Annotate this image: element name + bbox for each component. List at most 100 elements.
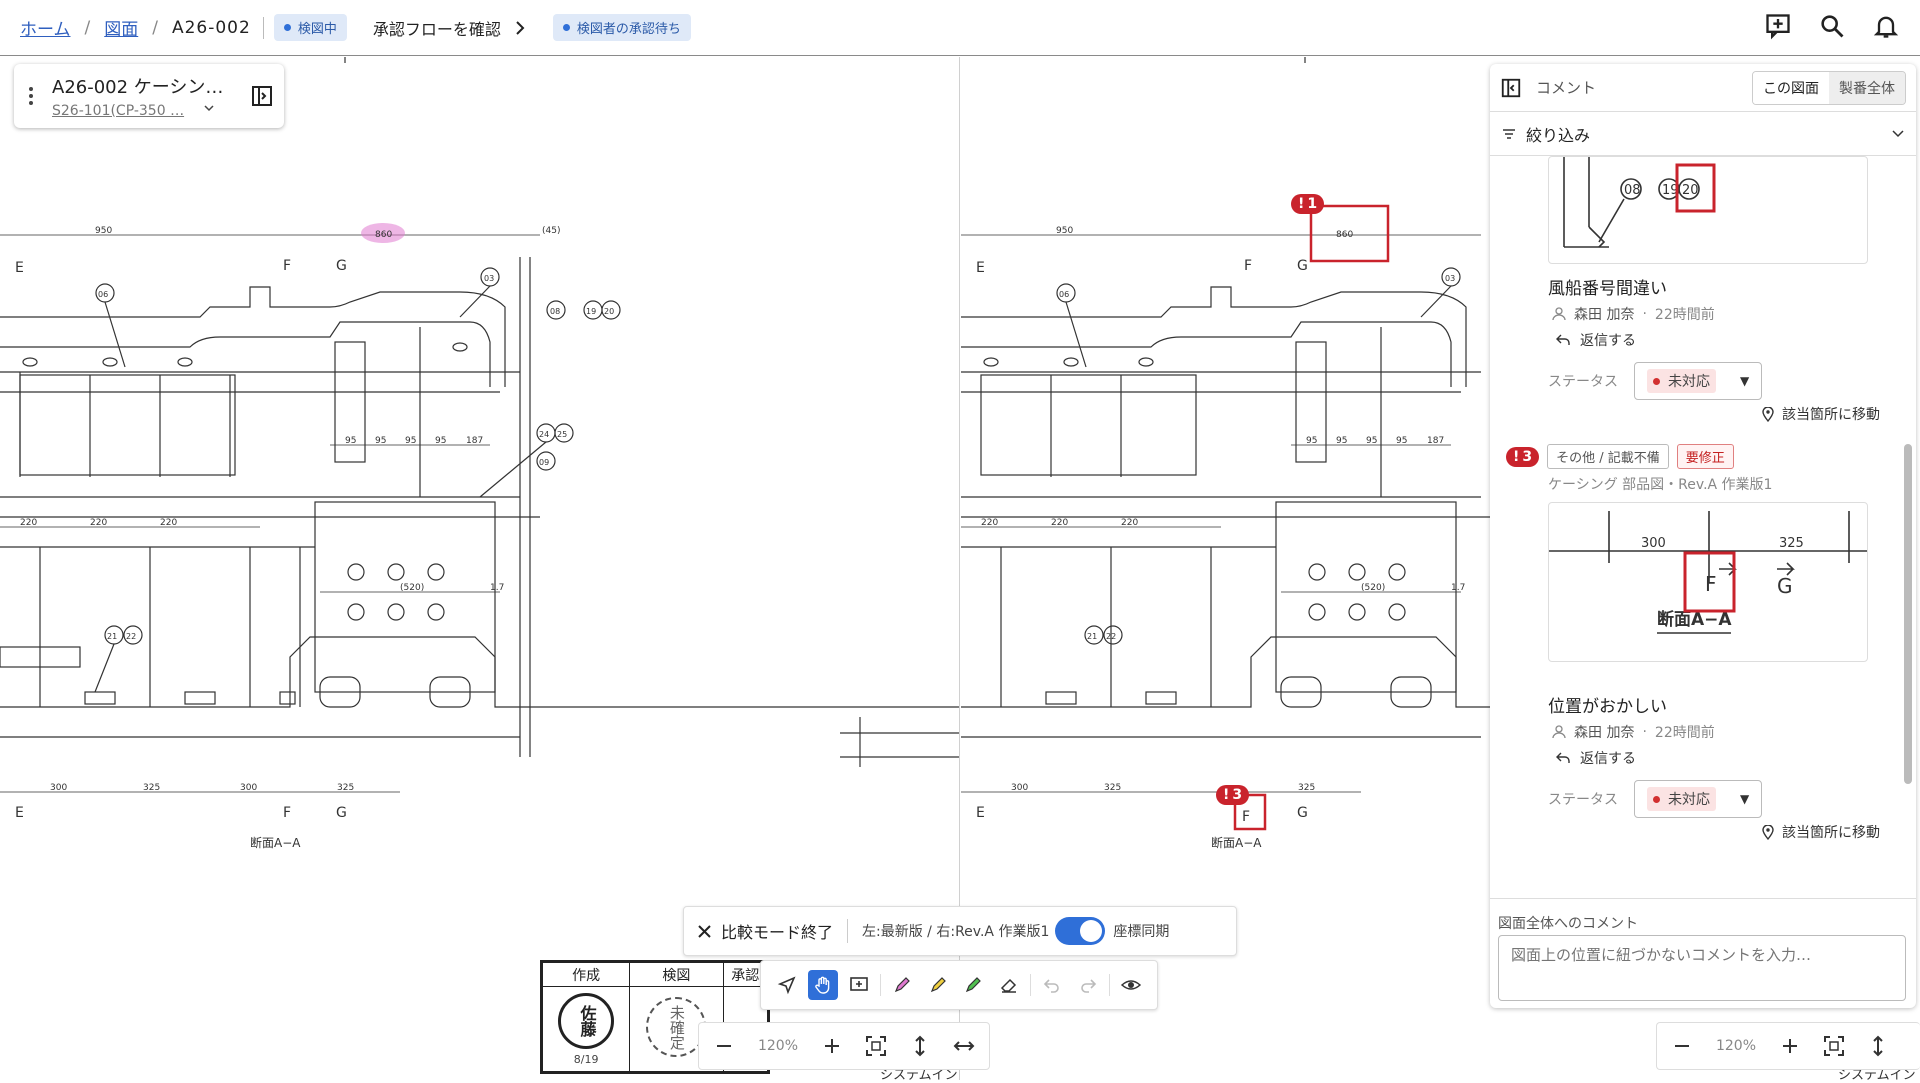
goto-location-link[interactable]: 該当箇所に移動 xyxy=(1762,822,1880,842)
undo-button[interactable] xyxy=(1037,970,1067,1000)
title-block-header: 検図 xyxy=(629,962,724,987)
global-comment-input[interactable] xyxy=(1498,935,1906,1001)
comments-title: コメント xyxy=(1536,79,1597,97)
svg-text:950: 950 xyxy=(95,226,112,236)
comment-source: ケーシング 部品図・Rev.A 作業版1 xyxy=(1548,477,1773,493)
fit-height-icon[interactable] xyxy=(1867,1035,1889,1057)
status-select[interactable]: 未対応▼ xyxy=(1634,362,1763,400)
comment-author: 森田 加奈 xyxy=(1574,307,1635,323)
comment-number-badge[interactable]: !3 xyxy=(1506,446,1540,467)
collapse-panel-icon[interactable] xyxy=(1500,77,1522,99)
comment-number: 3 xyxy=(1522,448,1533,465)
pen-tool-magenta[interactable] xyxy=(887,970,917,1000)
comment-thumbnail[interactable]: 300 325 F G 断面A−A xyxy=(1548,502,1868,662)
scope-toggle: この図面 製番全体 xyxy=(1752,70,1906,105)
document-subtitle[interactable]: S26-101(CP-350 … xyxy=(52,103,250,119)
meta-separator: · xyxy=(1642,306,1647,322)
cursor-icon xyxy=(777,976,796,995)
tab-this-drawing[interactable]: この図面 xyxy=(1753,71,1829,104)
chevron-right-icon xyxy=(516,20,525,35)
eraser-tool[interactable] xyxy=(994,970,1024,1000)
zoom-in-icon[interactable] xyxy=(821,1035,843,1057)
comment-meta: 森田 加奈 · 22時間前 xyxy=(1552,722,1715,742)
svg-text:E: E xyxy=(15,805,24,821)
svg-text:20: 20 xyxy=(604,307,614,316)
status-row: ステータス 未対応▼ xyxy=(1548,780,1763,818)
zoom-level: 120% xyxy=(1715,1038,1757,1054)
svg-text:950: 950 xyxy=(1056,226,1073,236)
toggle-panel-icon[interactable] xyxy=(250,84,274,108)
zoom-out-icon[interactable] xyxy=(713,1035,735,1057)
thumbnail-dimension: 325 xyxy=(1779,536,1804,551)
status-label: ステータス xyxy=(1548,374,1618,390)
svg-text:187: 187 xyxy=(466,436,483,446)
zoom-in-icon[interactable] xyxy=(1779,1035,1801,1057)
document-subtitle-text: S26-101(CP-350 … xyxy=(52,103,185,119)
svg-text:22: 22 xyxy=(126,632,136,641)
svg-text:220: 220 xyxy=(90,518,107,528)
reply-button[interactable]: 返信する xyxy=(1556,330,1636,350)
status-value-text: 未対応 xyxy=(1668,374,1710,390)
status-badge-label: 検図中 xyxy=(297,22,337,37)
bell-icon[interactable] xyxy=(1872,12,1900,40)
fit-screen-icon[interactable] xyxy=(865,1035,887,1057)
pan-tool[interactable] xyxy=(807,970,838,1000)
fit-height-icon[interactable] xyxy=(909,1035,931,1057)
title-block-header: 作成 xyxy=(541,962,631,987)
svg-text:G: G xyxy=(1297,805,1308,821)
svg-text:(520): (520) xyxy=(1361,583,1385,593)
svg-text:(520): (520) xyxy=(400,583,424,593)
svg-text:E: E xyxy=(976,260,985,276)
caret-down-icon: ▼ xyxy=(1740,792,1750,806)
fit-width-icon[interactable] xyxy=(953,1035,975,1057)
reply-icon xyxy=(1556,334,1570,345)
svg-text:95: 95 xyxy=(1396,436,1407,446)
svg-text:95: 95 xyxy=(1336,436,1347,446)
approval-status-label: 検図者の承認待ち xyxy=(576,22,681,37)
svg-text:06: 06 xyxy=(98,290,108,299)
scrollbar[interactable] xyxy=(1904,444,1912,784)
status-select[interactable]: 未対応 ▼ xyxy=(1634,780,1763,818)
add-comment-icon[interactable] xyxy=(1764,12,1792,40)
svg-text:03: 03 xyxy=(484,274,494,283)
zoom-out-icon[interactable] xyxy=(1671,1035,1693,1057)
redo-button[interactable] xyxy=(1073,970,1103,1000)
svg-text:300: 300 xyxy=(240,783,257,793)
breadcrumb-current: A26-002 xyxy=(171,17,251,38)
goto-label: 該当箇所に移動 xyxy=(1782,825,1880,841)
breadcrumb-drawings[interactable]: 図面 xyxy=(104,20,139,40)
filter-label: 絞り込み xyxy=(1526,125,1591,145)
goto-location-link[interactable]: 該当箇所に移動 xyxy=(1762,404,1880,424)
comment-list[interactable]: 08 19 20 風船番号間違い 森田 加奈 · 22時間前 返信する ステータ… xyxy=(1490,156,1916,896)
pen-tool-yellow[interactable] xyxy=(923,970,953,1000)
document-selector[interactable]: A26-002 ケーシン… S26-101(CP-350 … xyxy=(14,64,284,128)
svg-text:325: 325 xyxy=(143,783,160,793)
tab-all-project[interactable]: 製番全体 xyxy=(1829,71,1905,104)
comment-thumbnail[interactable]: 08 19 20 xyxy=(1548,156,1868,264)
search-icon[interactable] xyxy=(1818,12,1846,40)
status-row: ステータス 未対応▼ xyxy=(1548,362,1763,400)
more-options-icon[interactable] xyxy=(24,87,38,105)
comment-marker-3[interactable]: !3 xyxy=(1216,785,1250,805)
comment-tool[interactable] xyxy=(844,970,874,1000)
severity-tag: 要修正 xyxy=(1676,444,1734,469)
redo-icon xyxy=(1081,979,1097,993)
thumbnail-section-mark: G xyxy=(1777,574,1793,598)
svg-text:F: F xyxy=(283,805,291,821)
comment-marker-1[interactable]: !1 xyxy=(1291,194,1325,214)
select-tool[interactable] xyxy=(772,970,802,1000)
svg-text:E: E xyxy=(976,805,985,821)
visibility-toggle[interactable] xyxy=(1116,970,1146,1000)
breadcrumb-home[interactable]: ホーム xyxy=(20,20,71,40)
coordinate-sync-toggle[interactable] xyxy=(1055,917,1106,945)
status-value-text: 未対応 xyxy=(1668,792,1710,808)
comment-header-row: !3 その他 / 記載不備 要修正 xyxy=(1506,444,1734,469)
reply-label: 返信する xyxy=(1580,333,1636,349)
svg-text:F: F xyxy=(1244,258,1252,274)
filter-bar[interactable]: 絞り込み xyxy=(1490,112,1916,156)
reply-button[interactable]: 返信する xyxy=(1556,748,1636,768)
exit-compare-button[interactable]: 比較モード終了 xyxy=(698,919,833,943)
approval-flow-link[interactable]: 承認フローを確認 xyxy=(373,16,525,40)
pen-tool-green[interactable] xyxy=(958,970,988,1000)
fit-screen-icon[interactable] xyxy=(1823,1035,1845,1057)
